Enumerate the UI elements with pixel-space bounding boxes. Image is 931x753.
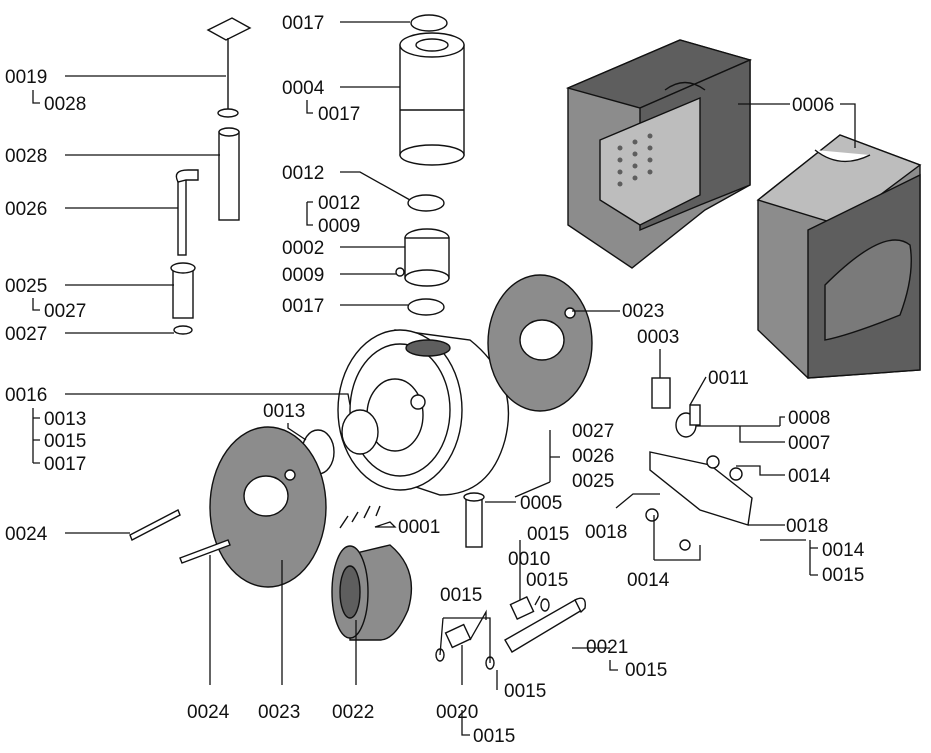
- label-0002: 0002: [282, 238, 324, 259]
- label-0008: 0008: [788, 408, 830, 429]
- label-0016-sub1: 0013: [44, 409, 86, 430]
- label-0024-b: 0024: [187, 702, 230, 723]
- siphon-part: [170, 169, 199, 335]
- rod-bracket-part: [206, 17, 252, 221]
- label-0018-a: 0018: [585, 522, 627, 543]
- label-0021-sub: 0015: [625, 660, 667, 681]
- label-0024-a: 0024: [5, 524, 48, 545]
- label-0027: 0027: [5, 324, 47, 345]
- label-0018-sub1: 0014: [822, 540, 865, 561]
- top-cylinder-part: [399, 14, 465, 166]
- insulation-box-right-part: [756, 134, 922, 379]
- label-0005-sub3: 0025: [572, 471, 614, 492]
- label-0017-mid: 0017: [282, 296, 324, 317]
- hydraulic-block-part: [645, 377, 753, 551]
- label-0009: 0009: [282, 265, 324, 286]
- label-0004-sub: 0017: [318, 104, 360, 125]
- electrode-parts: [129, 505, 381, 564]
- label-0021: 0021: [586, 637, 628, 658]
- gasket-ring-part: [407, 298, 445, 316]
- label-0002-sub1: 0012: [318, 193, 360, 214]
- label-0015-d: 0015: [504, 681, 546, 702]
- label-0011: 0011: [708, 368, 749, 389]
- insulation-sleeve-part: [331, 544, 413, 641]
- label-0001: 0001: [398, 517, 440, 538]
- label-0015-a: 0015: [527, 524, 569, 545]
- label-0010: 0010: [508, 549, 550, 570]
- label-0016-sub3: 0017: [44, 454, 86, 475]
- label-0019: 0019: [5, 67, 47, 88]
- sensor-part: [463, 492, 485, 548]
- flue-adapter-part: [395, 228, 450, 287]
- insulation-disk-left-part: [209, 426, 327, 588]
- label-0025-sub: 0027: [44, 301, 86, 322]
- label-0028: 0028: [5, 146, 47, 167]
- label-0005-sub2: 0026: [572, 446, 614, 467]
- label-0006: 0006: [792, 95, 834, 116]
- label-0015-b: 0015: [526, 570, 568, 591]
- label-0022: 0022: [332, 702, 374, 723]
- label-0012: 0012: [282, 163, 324, 184]
- label-0026: 0026: [5, 199, 47, 220]
- label-0019-sub: 0028: [44, 94, 86, 115]
- label-0020-sub: 0015: [473, 726, 515, 747]
- label-0004: 0004: [282, 78, 325, 99]
- insulation-disk-right-part: [487, 274, 593, 412]
- leader-lines: [32, 21, 856, 736]
- label-0013: 0013: [263, 401, 305, 422]
- label-0014-b: 0014: [627, 570, 670, 591]
- label-0015-c: 0015: [440, 585, 482, 606]
- insulation-box-left-part: [565, 39, 753, 269]
- label-0007: 0007: [788, 433, 830, 454]
- label-0023-bottom: 0023: [258, 702, 300, 723]
- label-0018-b: 0018: [786, 516, 828, 537]
- label-0025: 0025: [5, 276, 47, 297]
- label-0016-sub2: 0015: [44, 431, 86, 452]
- label-0005: 0005: [520, 493, 562, 514]
- label-0016: 0016: [5, 385, 47, 406]
- label-0002-sub2: 0009: [318, 216, 360, 237]
- label-0023-right: 0023: [622, 301, 664, 322]
- part-labels: 0017 0004 0017 0012 0012 0009 0002 0009 …: [5, 13, 865, 747]
- label-0017-top: 0017: [282, 13, 324, 34]
- o-ring-part: [407, 194, 445, 212]
- pipe-assembly-part: [435, 596, 586, 670]
- label-0003: 0003: [637, 327, 679, 348]
- label-0005-sub1: 0027: [572, 421, 614, 442]
- heat-exchanger-drum-part: [337, 329, 510, 496]
- label-0018-sub2: 0015: [822, 565, 864, 586]
- label-0014-a: 0014: [788, 466, 831, 487]
- label-0020: 0020: [436, 702, 478, 723]
